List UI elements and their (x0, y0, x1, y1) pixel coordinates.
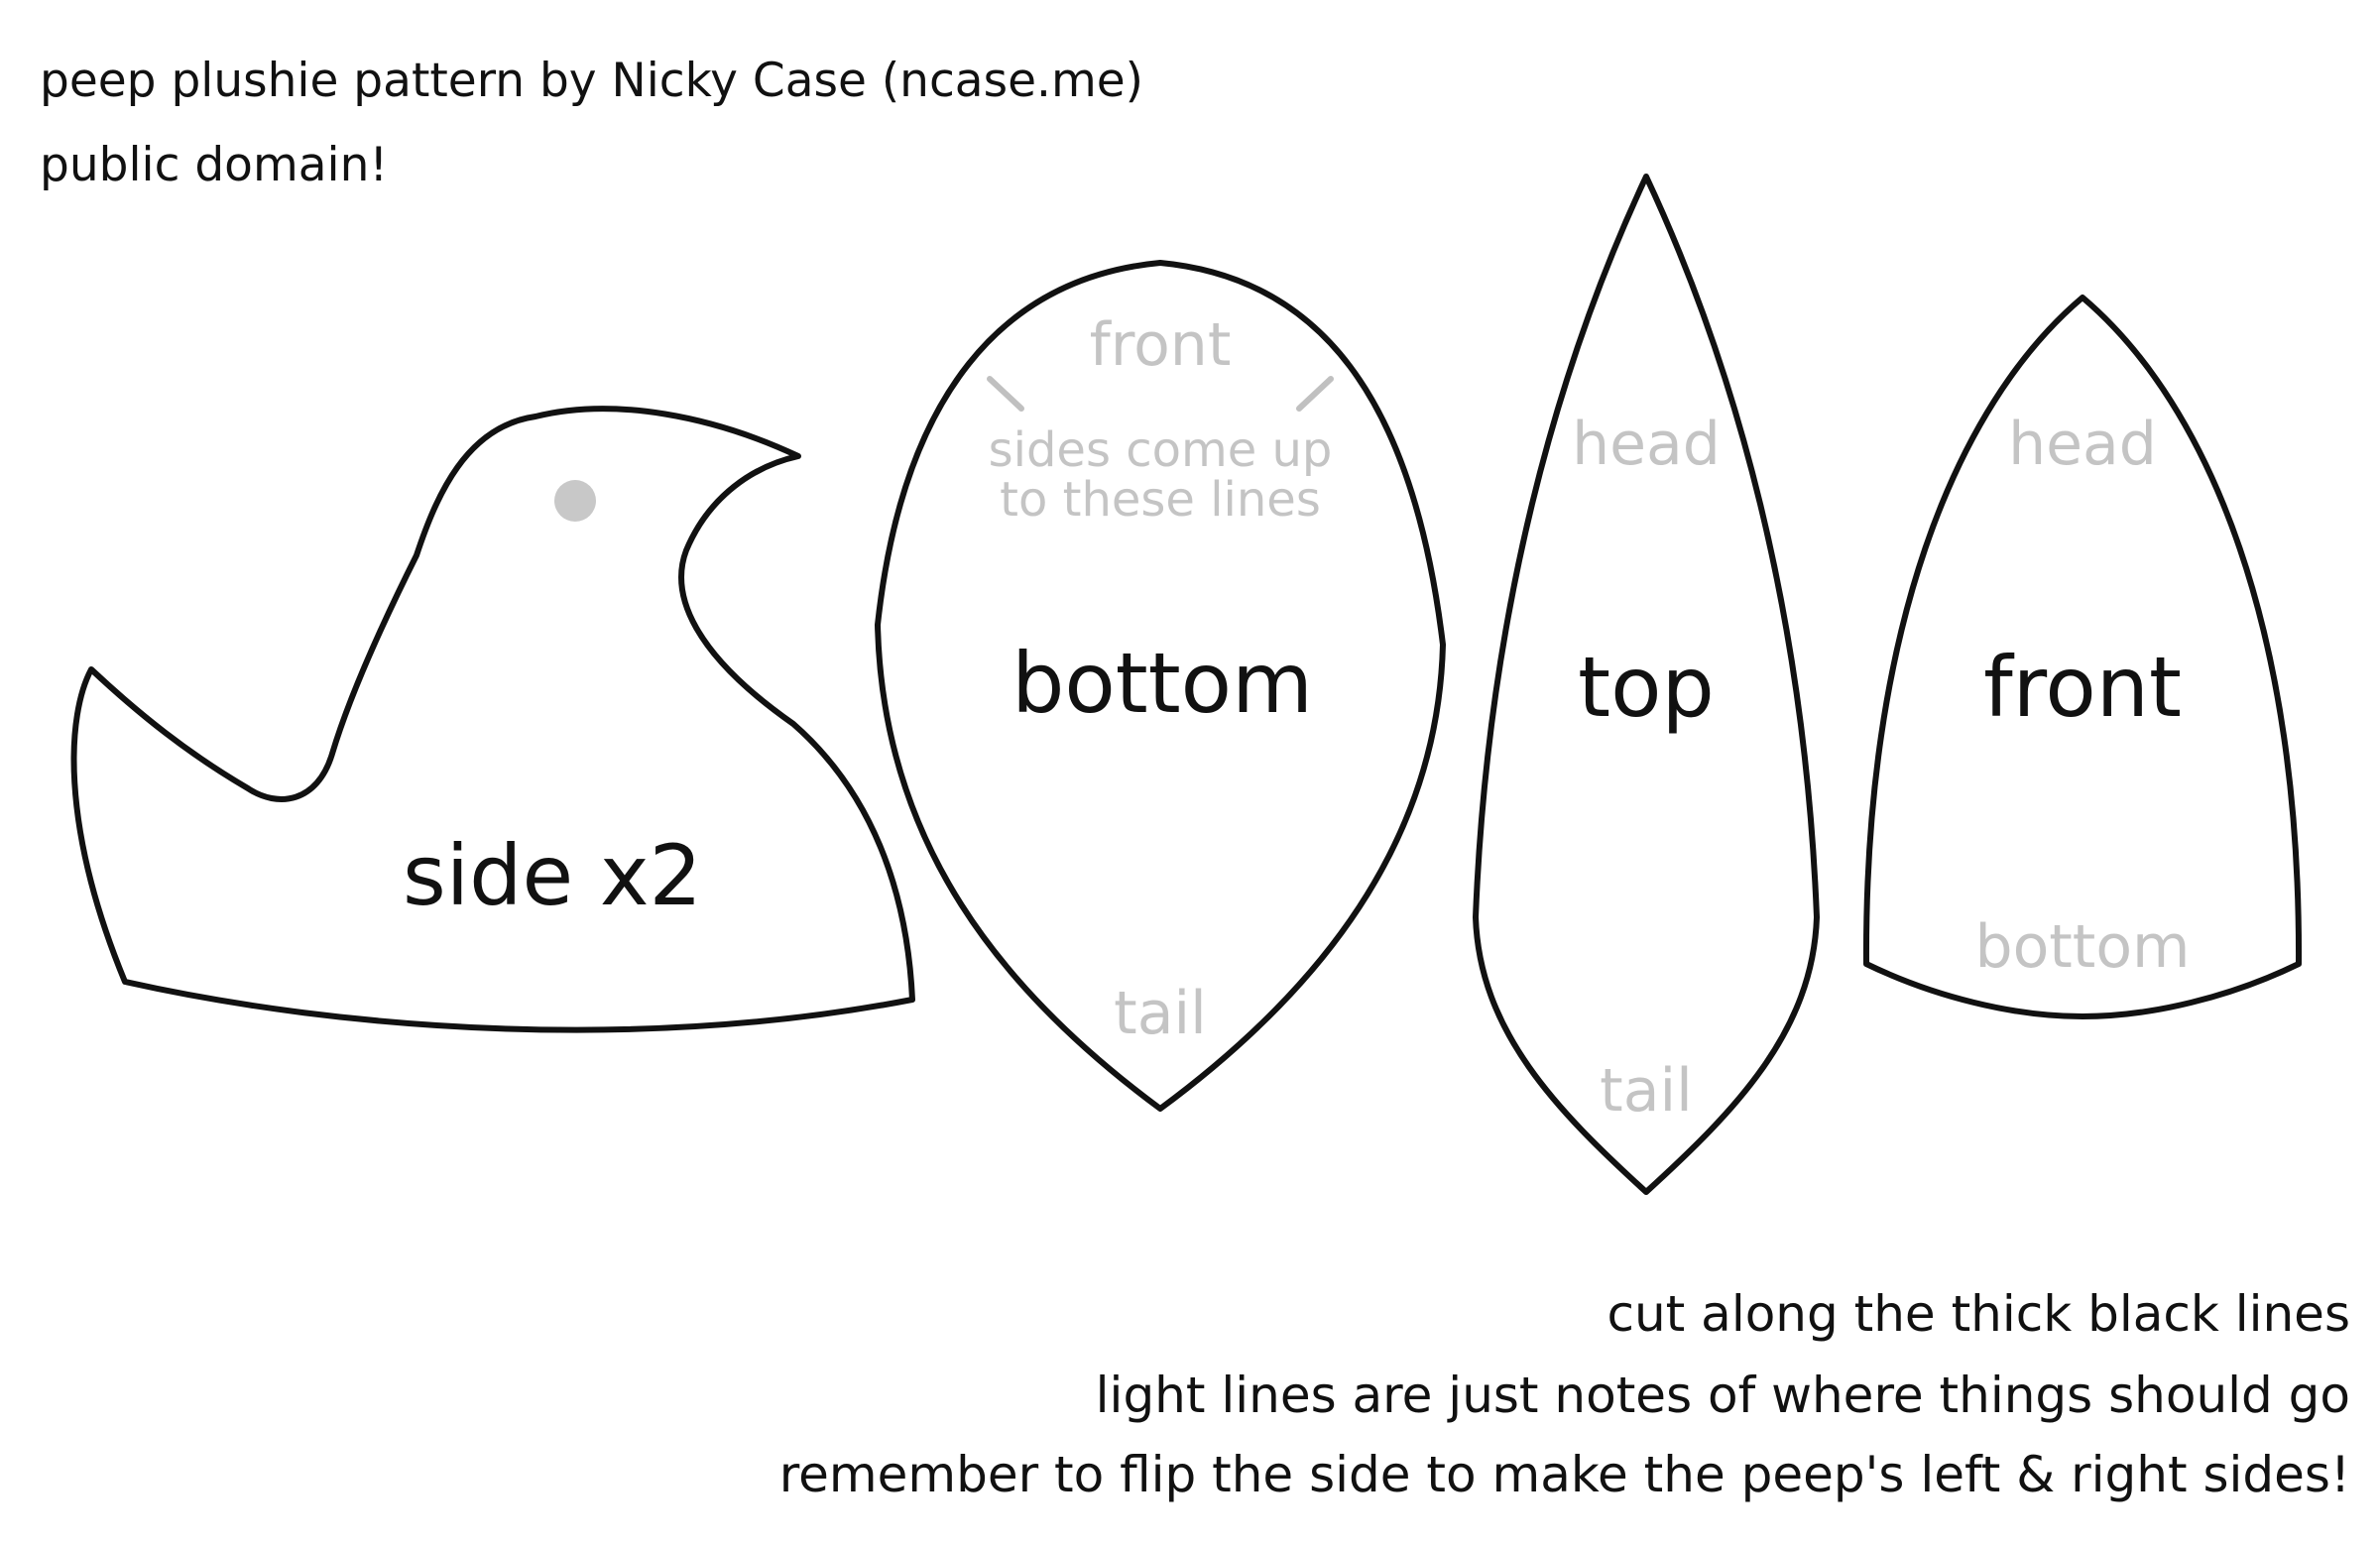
side-guide-left (987, 376, 1024, 412)
license-text: public domain! (40, 138, 389, 192)
front-piece: head front bottom (1862, 295, 2303, 1019)
top-outline (1473, 174, 1820, 1195)
credit-text: peep plushie pattern by Nicky Case (ncas… (40, 54, 1143, 108)
bottom-note-lines-2: to these lines (1000, 472, 1321, 528)
bottom-outline (875, 260, 1446, 1112)
instruction-cut: cut along the thick black lines (1606, 1285, 2351, 1343)
eye-dot (554, 480, 596, 522)
top-note-tail: tail (1600, 1056, 1693, 1126)
side-guide-right (1296, 376, 1334, 412)
instruction-flip: remember to flip the side to make the pe… (778, 1446, 2350, 1503)
bottom-piece: front sides come up to these lines botto… (875, 260, 1446, 1112)
top-note-head: head (1572, 410, 1721, 479)
bottom-label: bottom (1012, 635, 1313, 732)
side-label: side x2 (403, 827, 702, 924)
instruction-notes: light lines are just notes of where thin… (1095, 1367, 2350, 1424)
top-piece: head top tail (1473, 174, 1820, 1195)
front-note-head: head (2008, 410, 2157, 479)
bottom-note-lines-1: sides come up (989, 422, 1333, 478)
front-outline (1862, 295, 2303, 1019)
front-label: front (1983, 639, 2182, 736)
front-note-bottom: bottom (1974, 912, 2190, 982)
side-piece: side x2 (70, 406, 915, 1033)
side-outline (70, 406, 915, 1033)
bottom-note-front: front (1090, 310, 1232, 380)
bottom-note-tail: tail (1114, 979, 1207, 1048)
top-label: top (1578, 639, 1715, 736)
